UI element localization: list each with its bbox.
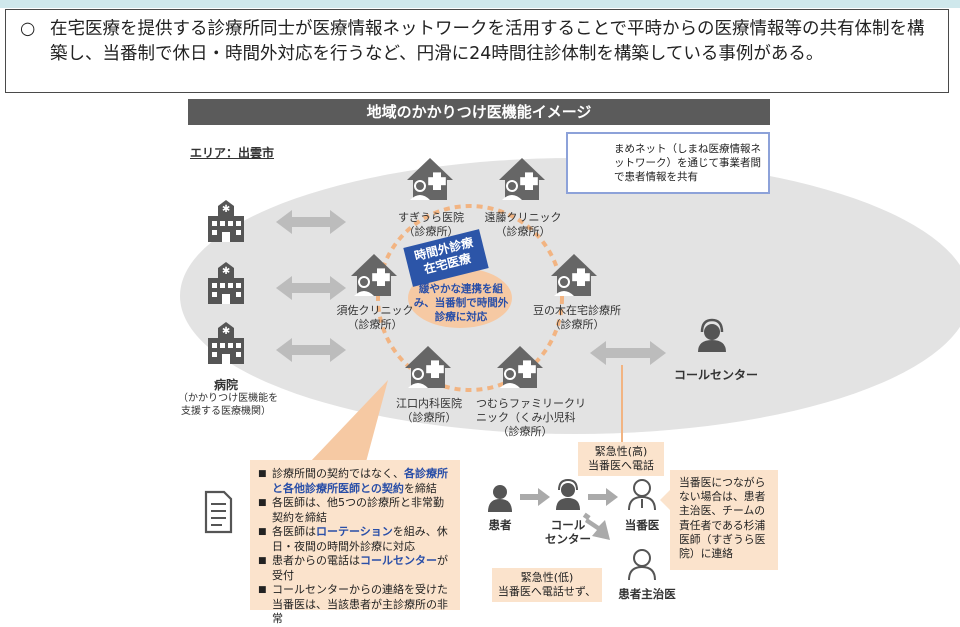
callcenter-label: コールセンター (673, 368, 758, 382)
diagram-title: 地域のかかりつけ医機能イメージ (188, 99, 770, 125)
urgent-low-box: 緊急性(低) 当番医へ電話せず、 (492, 568, 602, 602)
urgent-low-line1: 緊急性(低) (520, 571, 574, 584)
hospital-name: 病院 (213, 378, 238, 392)
clinic-name: つむらファミリークリ (476, 397, 586, 410)
intro-box: ○ 在宅医療を提供する診療所同士が医療情報ネットワークを活用することで平時からの… (5, 9, 949, 93)
clinic-type: （診療所） (347, 318, 403, 331)
clinic-ring (376, 204, 564, 392)
clinic-label-tsumura: つむらファミリークリ ニック（くみ小児科 （診療所） (476, 397, 586, 439)
clinic-name: すぎうら医院 (398, 211, 464, 224)
top-accent-strip (0, 0, 960, 8)
intro-text: 在宅医療を提供する診療所同士が医療情報ネットワークを活用することで平時からの医療… (50, 19, 925, 64)
hospital-icon-1 (208, 200, 244, 242)
urgent-high-line2: 当番医へ電話 (588, 459, 654, 472)
callcenter-flow-label: コール センター (540, 518, 596, 546)
attending-doctor-label: 患者主治医 (618, 587, 676, 601)
network-note: まめネット（しまね医療情報ネットワーク）を通じて事業者間で患者情報を共有 (614, 143, 761, 183)
network-info-box: まめネット（しまね医療情報ネットワーク）を通じて事業者間で患者情報を共有 (566, 132, 770, 194)
operator-icon (556, 478, 580, 510)
clinic-type: （診療所） (497, 425, 553, 438)
patient-icon (488, 485, 512, 512)
center-text: 緩やかな連携を組み、当番制で時間外診療に対応 (413, 283, 509, 323)
hospital-desc-1: （かかりつけ医機能を (178, 393, 279, 404)
clinic-label-mamenoki: 豆の木在宅診療所 （診療所） (528, 304, 626, 332)
duty-doctor-icon (628, 479, 656, 511)
clinic-label-endo: 遠藤クリニック （診療所） (484, 211, 562, 239)
area-label: エリア：出雲市 (190, 146, 275, 160)
detail-box: ■診療所間の契約ではなく、各診療所と各他診療所医師との契約を締結 ■各医師は、他… (250, 460, 460, 625)
intro-bullet: ○ (20, 19, 36, 39)
patient-label: 患者 (488, 518, 512, 532)
fallback-note: 当番医につながらない場合は、患者主治医、チームの責任者である杉浦医師（すぎうら医… (670, 470, 778, 570)
attending-doctor-icon (628, 549, 656, 581)
detail-item: ■診療所間の契約ではなく、各診療所と各他診療所医師との契約を締結 (258, 467, 448, 495)
callcenter-flow-line2: センター (545, 532, 591, 546)
clinic-name: 遠藤クリニック (484, 211, 562, 224)
flow-arrows (520, 488, 618, 540)
urgent-high-box: 緊急性(高) 当番医へ電話 (578, 442, 664, 476)
urgent-high-line1: 緊急性(高) (594, 445, 648, 458)
callcenter-flow-line1: コール (550, 518, 586, 532)
clinic-type: （診療所） (403, 225, 459, 238)
clinic-name: 江口内科医院 (396, 397, 462, 410)
center-ellipse (408, 268, 512, 328)
detail-item: ■各医師はローテーションを組み、休日・夜間の時間外診療に対応 (258, 525, 448, 553)
clinic-icon-sugiura (407, 158, 453, 200)
hospital-label: 病院 （かかりつけ医機能を 支援する医療機関） (178, 378, 279, 418)
duty-doctor-label: 当番医 (624, 518, 660, 532)
urgent-low-line2: 当番医へ電話せず、 (497, 585, 597, 598)
detail-callout-pointer (310, 380, 388, 462)
detail-item: ■各医師は、他5つの診療所と非常勤契約を締結 (258, 496, 444, 524)
note-pointer (660, 490, 670, 510)
clinic-label-eguchi: 江口内科医院 （診療所） (394, 397, 464, 425)
clinic-name-cont: ニック（くみ小児科 (476, 411, 576, 424)
clinic-label-sugiura: すぎうら医院 （診療所） (398, 211, 464, 239)
hospital-arrows (276, 210, 666, 365)
detail-item: ■患者からの電話はコールセンターが受付 (258, 554, 448, 582)
clinic-name: 豆の木在宅診療所 (533, 304, 621, 317)
region-ellipse (180, 158, 960, 434)
clinic-type: （診療所） (401, 411, 457, 424)
document-icon (204, 490, 233, 534)
clinic-label-susa: 須佐クリニック （診療所） (336, 304, 414, 332)
hospital-desc-2: 支援する医療機関） (181, 406, 271, 417)
detail-item: ■コールセンターからの連絡を受けた当番医は、当該患者が主診療所の非常 (258, 583, 448, 625)
clinic-type: （診療所） (495, 225, 551, 238)
headset-icon (698, 318, 726, 352)
diagram-canvas: ✱ (180, 142, 960, 581)
clinic-name: 須佐クリニック (336, 304, 414, 317)
clinic-type: （診療所） (549, 318, 605, 331)
